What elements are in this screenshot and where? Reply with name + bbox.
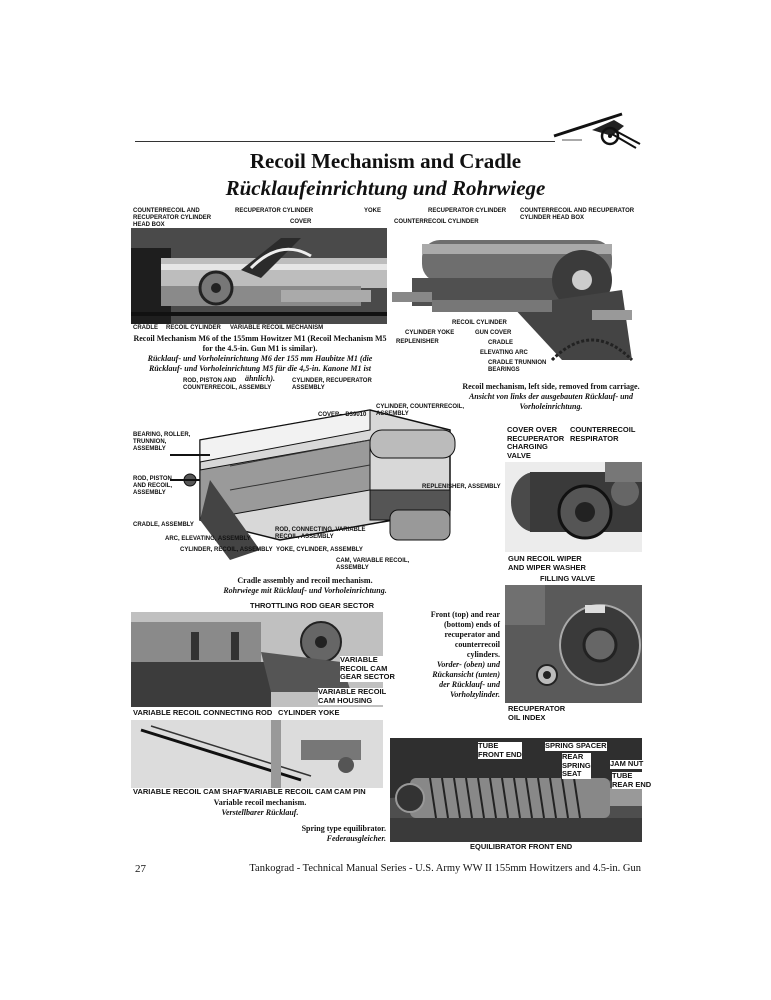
label-counterrecoil-head-box: COUNTERRECOIL AND RECUPERATOR CYLINDER H…	[133, 208, 212, 228]
front-ends-photo	[505, 432, 642, 552]
fig8-caption: Spring type equilibrator. Federausgleich…	[290, 824, 386, 844]
howitzer-icon	[553, 112, 641, 149]
label-gun-recoil-wiper: GUN RECOIL WIPER AND WIPER WASHER	[508, 554, 586, 572]
label-gun-cover: GUN COVER	[475, 330, 512, 337]
header-rule	[135, 141, 555, 142]
label-recuperator-oil-index: RECUPERATOR OIL INDEX	[508, 704, 566, 722]
label-recoil-cylinder: RECOIL CYLINDER	[166, 325, 221, 331]
label-cover: COVER	[290, 219, 312, 225]
fig7-caption: Variable recoil mechanism. Verstellbarer…	[200, 798, 320, 818]
rear-ends-photo	[505, 585, 642, 703]
fig3-caption: Cradle assembly and recoil mechanism. Ro…	[210, 576, 400, 596]
label-cradle-2: CRADLE	[488, 340, 513, 346]
label-connecting-rod: VARIABLE RECOIL CONNECTING ROD	[133, 708, 273, 717]
label-cylinder-recoil: CYLINDER, RECOIL, ASSEMBLY	[180, 547, 273, 553]
page-subtitle: Rücklaufeinrichtung und Rohrwiege	[225, 176, 546, 200]
label-rear-spring-seat: REAR SPRING SEAT	[562, 752, 591, 779]
label-cam-shaft: VARIABLE RECOIL CAM SHAFT	[133, 787, 248, 796]
label-throttling-rod: THROTTLING ROD GEAR SECTOR	[250, 601, 375, 610]
label-cam-housing: VARIABLE RECOIL CAM HOUSING	[318, 687, 387, 705]
label-recoil-cylinder-2: RECOIL CYLINDER	[452, 320, 507, 327]
label-cylinder-yoke-2: CYLINDER YOKE	[278, 708, 340, 717]
label-arc-elevating: ARC, ELEVATING, ASSEMBLY	[165, 536, 251, 542]
variable-recoil-photo	[131, 720, 383, 788]
label-replenisher-assembly: REPLENISHER, ASSEMBLY	[422, 484, 501, 490]
fig1-caption: Recoil Mechanism M6 of the 155mm Howitze…	[133, 334, 387, 384]
label-rod-connecting: ROD, CONNECTING, VARIABLE RECOIL, ASSEMB…	[275, 527, 366, 540]
label-bearing-roller: BEARING, ROLLER, TRUNNION, ASSEMBLY	[133, 432, 191, 452]
fig8-caption-en: Spring type equilibrator.	[301, 824, 386, 833]
fig2-caption-de: Ansicht von links der ausgebauten Rückla…	[468, 392, 634, 411]
label-filling-valve: FILLING VALVE	[540, 574, 596, 584]
page-title: Recoil Mechanism and Cradle	[249, 149, 522, 173]
label-cylinder-recuperator: CYLINDER, RECUPERATOR ASSEMBLY	[292, 378, 372, 391]
cradle-assembly-drawing	[170, 400, 460, 565]
label-cradle: CRADLE	[133, 325, 158, 331]
label-variable-recoil-mechanism: VARIABLE RECOIL MECHANISM	[230, 325, 324, 331]
label-cam-gear-sector: VARIABLE RECOIL CAM GEAR SECTOR	[340, 655, 395, 682]
recoil-mechanism-m6-photo	[131, 228, 387, 324]
label-elevating-arc: ELEVATING ARC	[480, 350, 528, 356]
label-rod-piston-recoil: ROD, PISTON AND RECOIL, ASSEMBLY	[133, 476, 172, 496]
fig7-caption-en: Variable recoil mechanism.	[213, 798, 307, 807]
fig1-caption-en: Recoil Mechanism M6 of the 155mm Howitze…	[133, 334, 387, 353]
fig1-caption-de: Rücklauf- und Vorholeinrichtung M6 der 1…	[147, 354, 373, 383]
label-cam: VARIABLE RECOIL CAM	[245, 787, 333, 796]
fig5-caption: Front (top) and rear (bottom) ends of re…	[420, 610, 500, 700]
label-equilibrator-front-end: EQUILIBRATOR FRONT END	[470, 842, 573, 851]
recoil-mechanism-left-side-photo	[392, 230, 642, 370]
fig7-caption-de: Verstellbarer Rücklauf.	[221, 808, 299, 817]
label-spring-spacer: SPRING SPACER	[545, 741, 607, 751]
fig5-caption-de: Vorder- (oben) und Rückansicht (unten) d…	[432, 660, 500, 699]
fig2-caption-en: Recoil mechanism, left side, removed fro…	[462, 382, 640, 391]
label-trunnion-bearings: CRADLE TRUNNION BEARINGS	[488, 360, 547, 373]
fig3-caption-en: Cradle assembly and recoil mechanism.	[237, 576, 373, 585]
label-tube-rear-end: TUBE REAR END	[612, 771, 652, 789]
label-cover-code: COVER—D39010	[318, 412, 367, 418]
footer-series: Tankograd - Technical Manual Series - U.…	[249, 863, 641, 874]
label-cover-over-valve: COVER OVER RECUPERATOR CHARGING VALVE	[507, 425, 565, 460]
label-replenisher: REPLENISHER	[396, 339, 439, 345]
fig2-caption: Recoil mechanism, left side, removed fro…	[460, 382, 642, 412]
label-counterrecoil-respirator: COUNTERRECOIL RESPIRATOR	[570, 425, 636, 443]
fig8-caption-de: Federausgleicher.	[326, 834, 386, 843]
page-number: 27	[135, 863, 146, 875]
label-tube-front-end: TUBE FRONT END	[478, 741, 522, 759]
label-counterrecoil-cylinder: COUNTERRECOIL CYLINDER	[394, 219, 479, 225]
fig5-caption-en: Front (top) and rear (bottom) ends of re…	[430, 610, 500, 659]
label-head-box-2: COUNTERRECOIL AND RECUPERATOR CYLINDER H…	[520, 208, 635, 221]
label-cylinder-yoke: CYLINDER YOKE	[405, 330, 455, 337]
fig3-caption-de: Rohrwiege mit Rücklauf- und Vorholeinric…	[223, 586, 387, 595]
label-cylinder-counterrecoil: CYLINDER, COUNTERRECOIL, ASSEMBLY	[376, 404, 465, 417]
label-cam-variable: CAM, VARIABLE RECOIL, ASSEMBLY	[336, 558, 410, 571]
label-recuperator-cylinder: RECUPERATOR CYLINDER	[235, 208, 314, 214]
label-jam-nut: JAM NUT	[610, 759, 644, 769]
label-yoke-cylinder: YOKE, CYLINDER, ASSEMBLY	[276, 547, 363, 553]
label-rod-piston-counterrecoil: ROD, PISTON AND COUNTERRECOIL, ASSEMBLY	[183, 378, 272, 391]
label-cam-pin: CAM PIN	[334, 787, 366, 796]
label-cradle-assembly: CRADLE, ASSEMBLY	[133, 522, 194, 528]
label-recuperator-cylinder-2: RECUPERATOR CYLINDER	[428, 208, 507, 214]
label-yoke: YOKE	[364, 208, 382, 214]
